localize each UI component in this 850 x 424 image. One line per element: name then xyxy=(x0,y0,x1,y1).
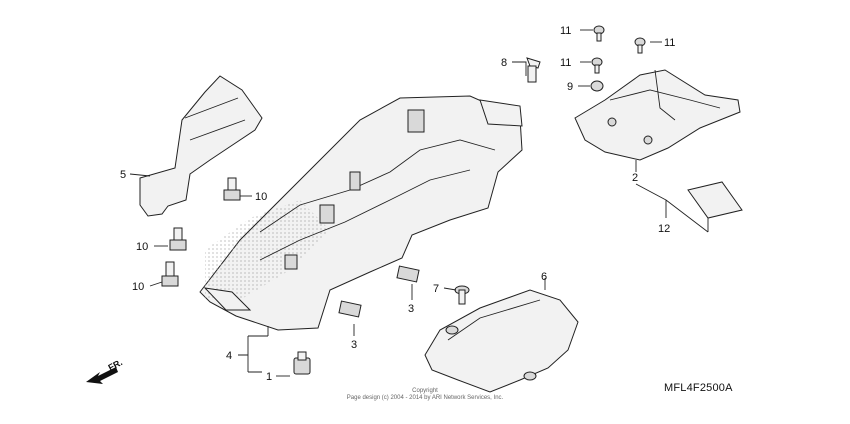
copyright-line-1: Copyright xyxy=(412,388,438,394)
diagram-code: MFL4F2500A xyxy=(664,382,733,394)
callout-6: 6 xyxy=(541,271,547,283)
callout-1: 1 xyxy=(266,371,272,383)
cushion-part-lower xyxy=(338,300,362,318)
rear-fender-part xyxy=(199,95,523,331)
callout-12: 12 xyxy=(658,223,670,235)
callout-10-lower: 10 xyxy=(132,281,144,293)
screw-11-parts xyxy=(591,25,646,74)
caution-label-part xyxy=(687,181,743,219)
inner-cover-part xyxy=(424,289,579,393)
clip-10-parts xyxy=(161,177,241,287)
callout-9: 9 xyxy=(567,81,573,93)
callout-2: 2 xyxy=(632,172,638,184)
callout-7: 7 xyxy=(433,283,439,295)
heat-guard-part xyxy=(139,75,263,217)
leader-lines xyxy=(129,29,709,377)
callout-11-right: 11 xyxy=(664,37,675,49)
callout-3-lower: 3 xyxy=(351,339,357,351)
callout-10-upper: 10 xyxy=(255,191,267,203)
callout-8: 8 xyxy=(501,57,507,69)
grommet-part xyxy=(526,57,541,83)
callout-4: 4 xyxy=(226,350,232,362)
cushion-part-upper xyxy=(396,265,420,283)
callout-5: 5 xyxy=(120,169,126,181)
callout-10-middle: 10 xyxy=(136,241,148,253)
screw-part xyxy=(454,285,470,305)
copyright-notice: Copyright Page design (c) 2004 - 2014 by… xyxy=(330,388,520,402)
callout-11-middle: 11 xyxy=(560,57,571,69)
front-direction-arrow-icon xyxy=(86,367,118,384)
cowl-part xyxy=(574,69,741,161)
copyright-line-2: Page design (c) 2004 - 2014 by ARI Netwo… xyxy=(346,395,504,401)
callout-11-top: 11 xyxy=(560,25,571,37)
collar-part xyxy=(590,80,604,92)
callout-3-upper: 3 xyxy=(408,303,414,315)
